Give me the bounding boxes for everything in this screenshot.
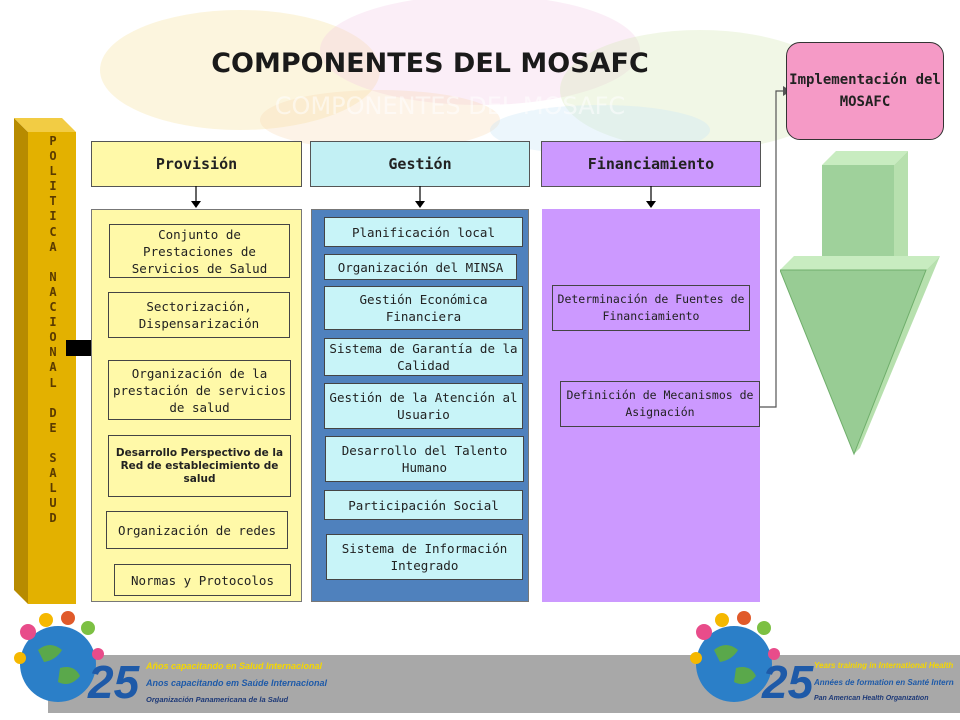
gestion-item-informacion: Sistema de Información Integrado <box>326 534 523 580</box>
provision-item-normas: Normas y Protocolos <box>114 564 291 596</box>
footer-right-line2: Années de formation en Santé Internation… <box>814 678 954 687</box>
financiamiento-item-mecanismos: Definición de Mecanismos de Asignación <box>560 381 760 427</box>
gestion-item-economica: Gestión Económica Financiera <box>324 286 523 330</box>
policy-bar <box>14 118 76 604</box>
provision-item-desarrollo-red: Desarrollo Perspectivo de la Red de esta… <box>108 435 291 497</box>
page-title: COMPONENTES DEL MOSAFC <box>211 48 649 79</box>
gestion-item-organizacion-minsa: Organización del MINSA <box>324 254 517 280</box>
policy-label: P O L I T I C A N A C I O N A L D E S A … <box>49 134 57 526</box>
gestion-item-atencion: Gestión de la Atención al Usuario <box>324 383 523 429</box>
footer-left-line2: Anos capacitando em Saúde Internacional <box>146 678 328 688</box>
footer-right-number: 25 <box>762 656 814 708</box>
footer-banner <box>48 655 960 713</box>
title-watermark: COMPONENTES DEL MOSAFC <box>274 92 626 120</box>
header-gestion: Gestión <box>310 141 530 187</box>
gestion-item-participacion: Participación Social <box>324 490 523 520</box>
footer-left-number: 25 <box>88 656 140 708</box>
header-connectors <box>191 186 656 208</box>
provision-item-prestaciones: Conjunto de Prestaciones de Servicios de… <box>109 224 290 278</box>
footer-right-line3: Pan American Health Organization <box>814 695 929 702</box>
provision-item-organizacion-prestacion: Organización de la prestación de servici… <box>108 360 291 420</box>
implementation-box: Implementación del MOSAFC <box>786 42 944 140</box>
header-financiamiento: Financiamiento <box>541 141 761 187</box>
gestion-item-planificacion: Planificación local <box>324 217 523 247</box>
financiamiento-item-fuentes: Determinación de Fuentes de Financiamien… <box>552 285 750 331</box>
down-arrow-icon <box>780 151 940 456</box>
footer-left-line3: Organización Panamericana de la Salud <box>146 695 289 704</box>
globe-logo-icon <box>14 611 104 702</box>
gestion-item-garantia: Sistema de Garantía de la Calidad <box>324 338 523 376</box>
provision-item-organizacion-redes: Organización de redes <box>106 511 288 549</box>
globe-logo-icon <box>690 611 780 702</box>
gestion-item-talento: Desarrollo del Talento Humano <box>325 436 524 482</box>
provision-item-sectorizacion: Sectorización, Dispensarización <box>108 292 290 338</box>
footer-left-line1: Años capacitando en Salud Internacional <box>146 661 323 671</box>
footer-right-line1: Years training in International Health <box>814 661 954 670</box>
header-provision: Provisión <box>91 141 302 187</box>
